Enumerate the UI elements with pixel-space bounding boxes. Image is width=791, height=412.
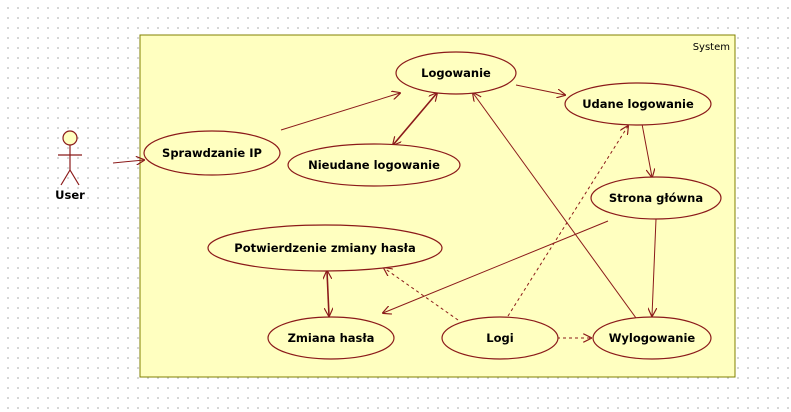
edge-sprawdzanie-logowanie xyxy=(280,93,400,131)
use-case-ellipse xyxy=(590,176,722,220)
edge-user-sprawdzanie-ip xyxy=(112,160,144,163)
system-label: System xyxy=(693,42,730,53)
edge-logowanie-udane xyxy=(515,84,565,95)
use-case-label: Nieudane logowanie xyxy=(308,158,440,172)
actor-label: User xyxy=(55,188,85,202)
use-case-label: Udane logowanie xyxy=(582,97,694,111)
use-case-ellipse xyxy=(564,82,712,126)
actor-right-leg xyxy=(69,169,80,186)
use-case-ellipse xyxy=(267,316,395,360)
use-case-zmiana-hasla[interactable]: Zmiana hasła xyxy=(267,316,395,360)
edge-udane-strona xyxy=(641,123,652,177)
edge-potwierdzenie-zmiana xyxy=(327,271,329,316)
use-case-ellipse xyxy=(287,143,461,187)
use-case-potwierdzenie-zmiany-hasla[interactable]: Potwierdzenie zmiany hasła xyxy=(207,224,443,272)
use-case-ellipse xyxy=(143,130,281,176)
actor-left-leg xyxy=(60,169,71,186)
use-case-ellipse xyxy=(592,316,712,360)
use-case-label: Zmiana hasła xyxy=(288,331,375,345)
use-case-label: Potwierdzenie zmiany hasła xyxy=(234,241,415,255)
use-case-logowanie[interactable]: Logowanie xyxy=(395,51,517,95)
use-case-label: Logowanie xyxy=(421,66,491,80)
use-case-logi[interactable]: Logi xyxy=(441,316,559,360)
use-case-strona-glowna[interactable]: Strona główna xyxy=(590,176,722,220)
edge-logi-udane xyxy=(507,126,628,317)
actor-user[interactable]: User xyxy=(55,130,85,202)
edge-logowanie-nieudane xyxy=(393,93,437,145)
use-case-wylogowanie[interactable]: Wylogowanie xyxy=(592,316,712,360)
edge-wylogowanie-logowanie xyxy=(473,93,637,319)
edge-strona-zmiana xyxy=(383,220,609,313)
edge-strona-wylogowanie xyxy=(652,218,656,316)
use-case-ellipse xyxy=(441,316,559,360)
use-case-sprawdzanie-ip[interactable]: Sprawdzanie IP xyxy=(143,130,281,176)
use-case-label: Logi xyxy=(486,331,513,345)
use-case-label: Sprawdzanie IP xyxy=(162,146,262,160)
actor-head xyxy=(62,130,78,146)
use-case-label: Strona główna xyxy=(609,191,703,205)
use-case-label: Wylogowanie xyxy=(609,331,696,345)
use-case-ellipse xyxy=(395,51,517,95)
relationships xyxy=(112,84,656,338)
use-case-nieudane-logowanie[interactable]: Nieudane logowanie xyxy=(287,143,461,187)
use-case-udane-logowanie[interactable]: Udane logowanie xyxy=(564,82,712,126)
use-case-ellipse xyxy=(207,224,443,272)
